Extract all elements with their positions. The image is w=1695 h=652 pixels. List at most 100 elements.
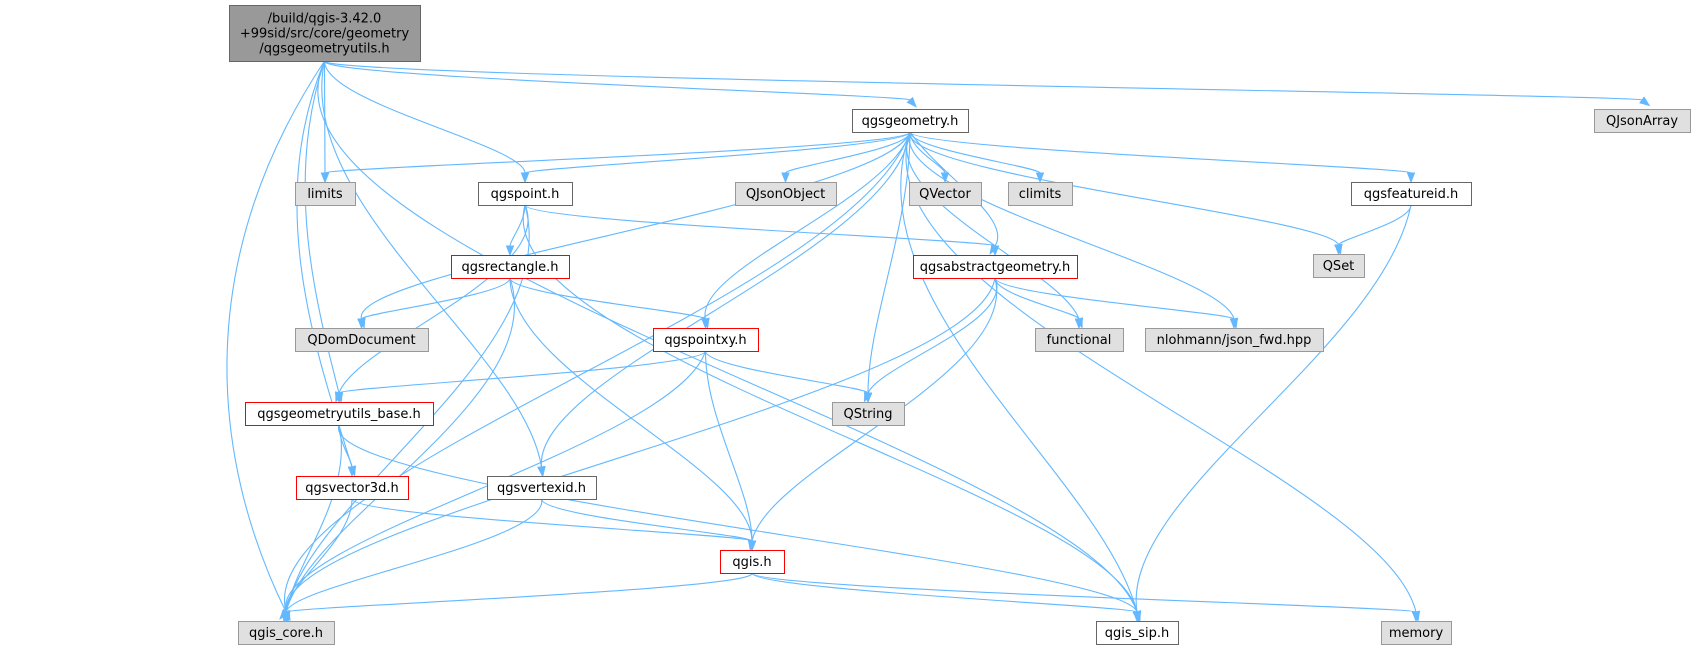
edge-qgspointxy-to-qgsgeometryutils_base <box>334 350 707 404</box>
edge-qgsrectangle-to-qgis <box>509 277 757 552</box>
node-label: qgsgeometry.h <box>862 114 959 129</box>
edge-root-to-qgsgeometry <box>323 60 917 108</box>
node-box <box>1313 254 1365 278</box>
node-box <box>229 5 421 62</box>
edge-qgsvertexid-to-qgis_core <box>281 498 543 623</box>
edge-line <box>285 424 342 613</box>
node-box <box>909 182 982 206</box>
edge-line <box>909 131 1340 246</box>
node-box <box>1351 182 1472 206</box>
node-nlohmann: nlohmann/json_fwd.hpp <box>1145 328 1324 352</box>
edge-line <box>909 131 1412 174</box>
node-memory: memory <box>1381 621 1452 645</box>
edge-arrowhead <box>1406 172 1416 184</box>
edge-qgsfeatureid-to-QSet <box>1334 204 1412 256</box>
node-functional: functional <box>1035 328 1124 352</box>
node-qgsvector3d[interactable]: qgsvector3d.h <box>296 476 409 500</box>
edge-line <box>338 424 353 468</box>
node-box <box>1594 109 1691 133</box>
edge-arrowhead <box>320 172 330 184</box>
node-qgsrectangle[interactable]: qgsrectangle.h <box>451 255 570 279</box>
edge-line <box>509 277 707 320</box>
node-qgspoint[interactable]: qgspoint.h <box>478 182 573 206</box>
edge-line <box>906 131 1080 320</box>
edge-line <box>704 350 753 542</box>
node-box <box>295 182 356 206</box>
node-qgis[interactable]: qgis.h <box>720 550 785 574</box>
node-qgsfeatureid[interactable]: qgsfeatureid.h <box>1351 182 1472 206</box>
node-label: QJsonArray <box>1606 114 1678 129</box>
edge-arrowhead <box>520 172 530 184</box>
edge-line <box>324 131 911 174</box>
node-label: nlohmann/json_fwd.hpp <box>1157 333 1312 348</box>
edge-line <box>285 572 753 613</box>
edge-qgsabstractgeometry-to-functional <box>994 277 1084 330</box>
edge-arrowhead <box>863 392 873 404</box>
edge-line <box>323 60 526 174</box>
edge-line <box>867 131 911 394</box>
edge-line <box>338 350 707 394</box>
edge-arrowhead <box>279 608 290 620</box>
node-label: qgsabstractgeometry.h <box>920 260 1070 275</box>
edge-arrowhead <box>1229 318 1239 330</box>
edge-line <box>285 498 543 613</box>
edge-line <box>285 277 996 613</box>
edge-line <box>360 131 911 320</box>
node-label: qgsgeometryutils_base.h <box>257 407 420 422</box>
edge-qgis-to-qgis_core <box>279 572 753 620</box>
node-QVector: QVector <box>909 182 982 206</box>
edge-qgsrectangle-to-QDomDocument <box>357 277 511 330</box>
node-box <box>832 402 905 426</box>
edge-qgspoint-to-qgsrectangle <box>505 204 526 257</box>
node-qgsgeometryutils_base[interactable]: qgsgeometryutils_base.h <box>245 402 434 426</box>
node-label: /build/qgis-3.42.0 <box>268 12 382 27</box>
edge-arrowhead <box>1035 172 1045 184</box>
node-box <box>238 621 335 645</box>
edge-arrowhead <box>1334 244 1343 256</box>
node-root[interactable]: /build/qgis-3.42.0+99sid/src/core/geomet… <box>229 5 421 62</box>
edge-line <box>285 277 515 613</box>
edge-qgsabstractgeometry-to-nlohmann <box>994 277 1239 330</box>
node-label: qgspointxy.h <box>664 333 746 348</box>
node-qgsgeometry[interactable]: qgsgeometry.h <box>852 109 969 133</box>
node-qgspointxy[interactable]: qgspointxy.h <box>653 328 759 352</box>
edge-qgis-to-qgis_sip <box>751 572 1142 623</box>
node-label: qgis_core.h <box>249 626 323 641</box>
node-QJsonArray: QJsonArray <box>1594 109 1691 133</box>
edge-qgsgeometry-to-qgsfeatureid <box>909 131 1416 184</box>
edge-line <box>994 277 1235 320</box>
edge-line <box>524 131 911 174</box>
edge-line <box>704 350 869 394</box>
node-box <box>1096 621 1179 645</box>
node-qgsabstractgeometry[interactable]: qgsabstractgeometry.h <box>913 255 1078 279</box>
node-qgis_sip[interactable]: qgis_sip.h <box>1096 621 1179 645</box>
node-limits: limits <box>295 182 356 206</box>
node-label: QDomDocument <box>307 333 415 348</box>
edge-qgsgeometryutils_base-to-qgis_core <box>281 424 342 623</box>
node-box <box>295 328 429 352</box>
node-label: qgsvector3d.h <box>305 481 398 496</box>
edge-line <box>338 424 1138 613</box>
node-qgsvertexid[interactable]: qgsvertexid.h <box>487 476 597 500</box>
edge-line <box>285 350 707 613</box>
edge-line <box>323 60 911 101</box>
node-box <box>720 550 785 574</box>
edge-arrowhead <box>1411 611 1421 623</box>
node-box <box>1008 182 1073 206</box>
edge-arrowhead <box>347 466 357 478</box>
node-label: limits <box>307 187 343 202</box>
node-label: climits <box>1019 187 1062 202</box>
node-label: QSet <box>1323 259 1355 274</box>
edge-arrowhead <box>990 245 1000 257</box>
edge-qgsgeometryutils_base-to-qgsvector3d <box>338 424 357 478</box>
nodes-layer: /build/qgis-3.42.0+99sid/src/core/geomet… <box>229 5 1691 645</box>
node-box <box>735 182 837 206</box>
edge-root-to-QJsonArray <box>323 60 1651 107</box>
node-label: qgsvertexid.h <box>497 481 586 496</box>
edge-line <box>867 277 998 394</box>
edge-qgsgeometryutils_base-to-qgis_sip <box>338 424 1141 622</box>
edge-qgspointxy-to-qgis <box>704 350 757 552</box>
node-box <box>913 255 1078 279</box>
edge-arrowhead <box>781 172 790 184</box>
edge-line <box>283 131 911 613</box>
